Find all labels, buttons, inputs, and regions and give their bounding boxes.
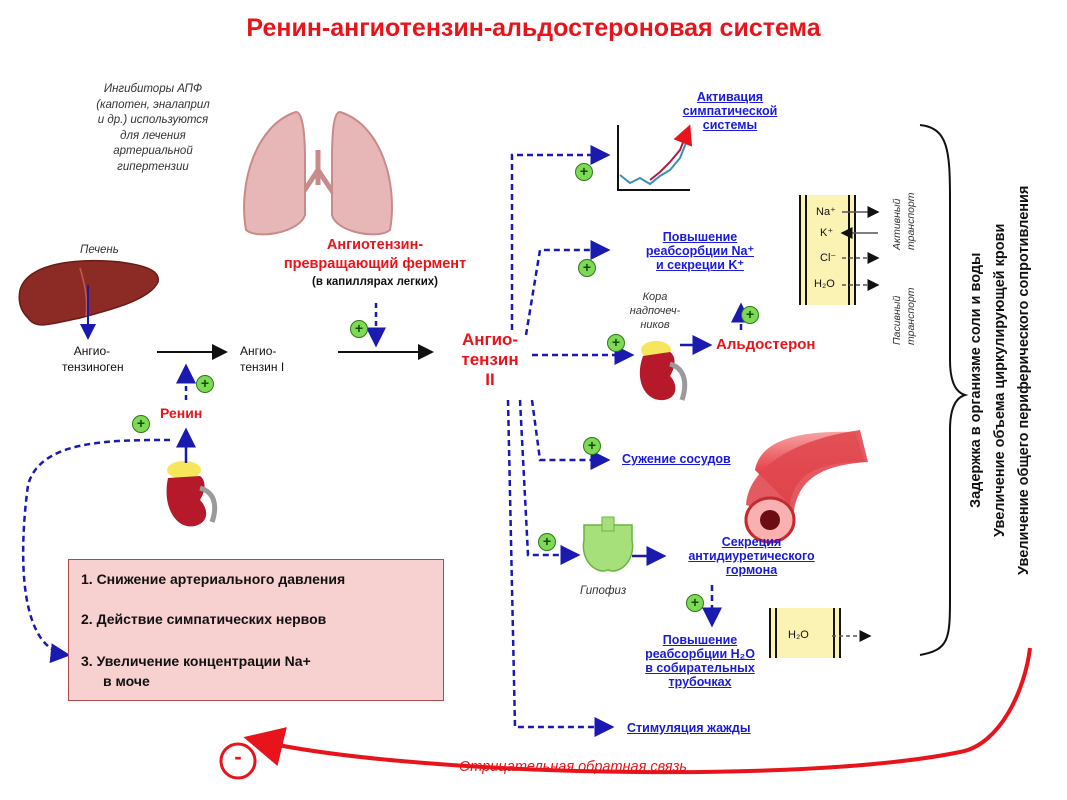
liver-label: Печень	[80, 244, 119, 256]
plus-badge-adh: +	[686, 594, 704, 612]
angiotensin-i-label: Ангио-тензин I	[240, 344, 285, 374]
water-transport-membrane	[769, 608, 872, 658]
aldosterone-label: Альдостерон	[716, 336, 816, 353]
link-vasoconstriction[interactable]: Сужение сосудов	[622, 452, 731, 466]
ion-na: Na⁺	[816, 206, 836, 218]
renin-label: Ренин	[160, 405, 203, 421]
kidney-renin-icon	[166, 461, 218, 527]
minus-icon: -	[234, 744, 242, 769]
blood-vessel-icon	[744, 430, 868, 544]
ion-k: K⁺	[820, 227, 834, 239]
lungs-icon	[243, 110, 393, 236]
ace-inhibitors-note: Ингибиторы АПФ (капотен, эналаприл и др.…	[96, 83, 210, 173]
plus-badge-vessel: +	[583, 437, 601, 455]
negative-feedback-label: Отрицательная обратная связь	[459, 759, 687, 775]
outcome-salt-water: Задержка в организме соли и воды	[968, 252, 984, 508]
pituitary-label: Гипофиз	[580, 585, 627, 597]
angiotensinogen-label: Ангио-тензиноген	[62, 344, 124, 374]
plus-badge-adrenal: +	[607, 334, 625, 352]
condition-2: 2. Действие симпатических нервов	[81, 611, 327, 627]
water-membrane-label: H₂O	[788, 629, 809, 641]
kidney-aldosterone-icon	[639, 341, 688, 401]
outcome-blood-volume: Увеличение объема циркулирующей крови	[992, 223, 1008, 537]
ace-label: Ангиотензин-превращающий фермент	[283, 237, 467, 272]
active-transport-label: Активный транспорт	[891, 192, 917, 250]
sympathetic-graph-icon	[617, 124, 693, 191]
plus-badge-pituitary: +	[538, 533, 556, 551]
outcome-brace	[919, 124, 969, 656]
condition-1: 1. Снижение артериального давления	[81, 571, 346, 587]
ace-location: (в капиллярах легких)	[312, 276, 438, 288]
pituitary-icon	[582, 516, 634, 572]
plus-badge-aldosterone: +	[741, 306, 759, 324]
plus-badge-sympathetic: +	[575, 163, 593, 181]
page-title: Ренин-ангиотензин-альдостероновая систем…	[246, 14, 821, 42]
passive-transport-label: Пасивный транспорт	[891, 287, 917, 345]
plus-badge-na: +	[578, 259, 596, 277]
plus-badge-ace: +	[350, 320, 368, 338]
outcome-peripheral-resistance: Увеличение общего периферического сопрот…	[1016, 185, 1032, 575]
conditions-box: 1. Снижение артериального давления 2. Де…	[68, 559, 444, 701]
outcomes-column: Задержка в организме соли и воды Увеличе…	[968, 100, 1056, 660]
condition-3: 3. Увеличение концентрации Na+	[81, 653, 311, 669]
ion-cl: Cl⁻	[820, 252, 837, 264]
link-thirst-stimulation[interactable]: Стимуляция жажды	[627, 721, 751, 735]
condition-3-cont: в моче	[103, 673, 150, 689]
active-transport-membrane	[799, 195, 880, 305]
plus-badge-renin-activity: +	[196, 375, 214, 393]
ion-h2o: H₂O	[814, 278, 835, 290]
plus-badge-renin: +	[132, 415, 150, 433]
